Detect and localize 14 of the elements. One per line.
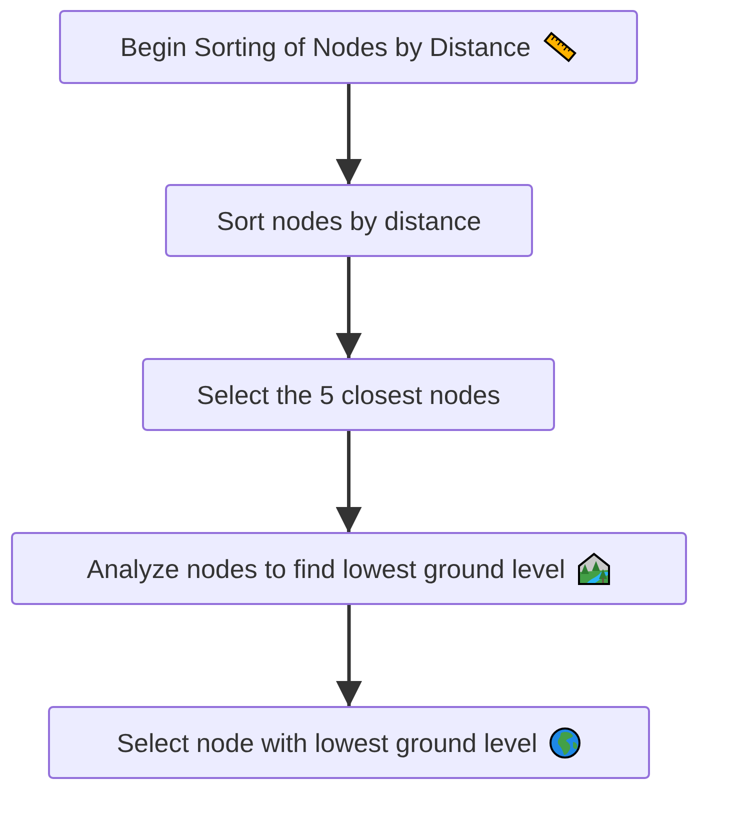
step-label: Begin Sorting of Nodes by Distance xyxy=(120,34,531,60)
step-label: Select node with lowest ground level xyxy=(116,730,538,756)
arrow xyxy=(336,605,362,707)
step-label: Analyze nodes to find lowest ground level xyxy=(86,556,566,582)
process-box xyxy=(59,10,638,84)
step-label: Select the 5 closest nodes xyxy=(196,382,500,408)
arrow xyxy=(336,257,362,359)
process-box xyxy=(142,358,555,431)
process-box xyxy=(48,706,650,779)
process-box xyxy=(165,184,533,257)
arrow xyxy=(336,431,362,533)
step-label: Sort nodes by distance xyxy=(216,208,482,234)
process-box xyxy=(11,532,687,605)
arrow xyxy=(336,84,362,185)
